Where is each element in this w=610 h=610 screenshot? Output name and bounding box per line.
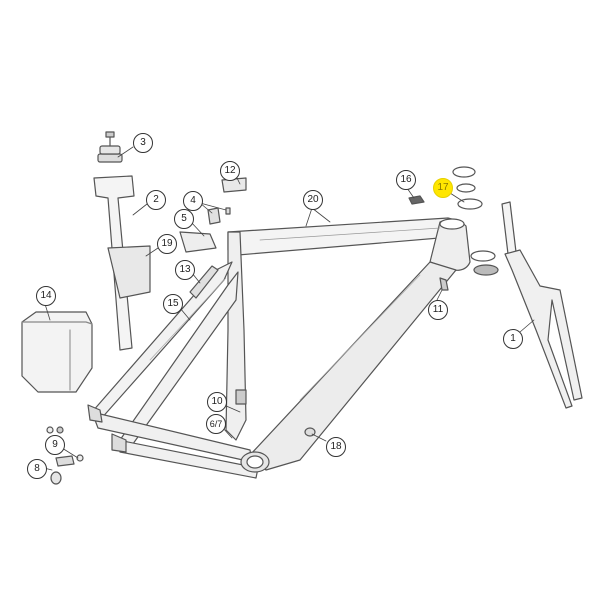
- callout-18: 18: [326, 437, 346, 457]
- callout-12: 12: [220, 161, 240, 181]
- callout-10: 10: [207, 392, 227, 412]
- part-10: [235, 389, 247, 405]
- callout-5: 5: [174, 209, 194, 229]
- callout-4: 4: [183, 191, 203, 211]
- callout-11: 11: [428, 300, 448, 320]
- leader-lines: [43, 146, 535, 471]
- callout-15: 15: [163, 294, 183, 314]
- top-cap: [221, 177, 247, 193]
- callout-8: 8: [27, 459, 47, 479]
- storage-box: [21, 311, 93, 393]
- callout-1: 1: [503, 329, 523, 349]
- seat-clamp: [97, 131, 123, 163]
- part-11: [439, 277, 449, 291]
- callout-20: 20: [303, 190, 323, 210]
- callout-2: 2: [146, 190, 166, 210]
- callout-6-7: 6/7: [206, 414, 226, 434]
- cover-13: [189, 265, 219, 299]
- callout-19: 19: [157, 234, 177, 254]
- cap-16: [408, 195, 425, 205]
- derailleur-hanger: [46, 426, 84, 485]
- fork: [501, 201, 583, 409]
- bracket-5: [179, 231, 217, 253]
- callout-17-highlighted: 17: [433, 178, 453, 198]
- headset-parts: [452, 166, 499, 276]
- frame: [87, 217, 471, 479]
- callout-13: 13: [175, 260, 195, 280]
- seatpost: [93, 175, 151, 351]
- callout-3: 3: [133, 133, 153, 153]
- callout-14: 14: [36, 286, 56, 306]
- callout-16: 16: [396, 170, 416, 190]
- small-brackets: [207, 207, 231, 225]
- callout-9: 9: [45, 435, 65, 455]
